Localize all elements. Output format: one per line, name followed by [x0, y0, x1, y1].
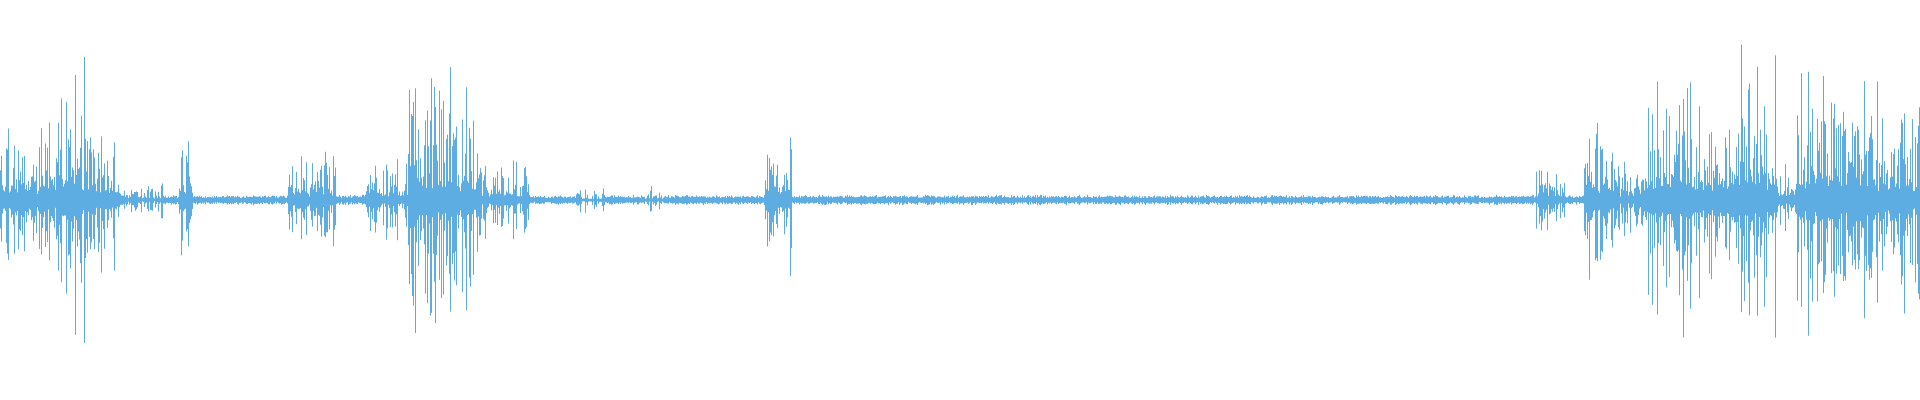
waveform-signal — [0, 44, 1920, 343]
waveform-bars — [0, 44, 1920, 343]
